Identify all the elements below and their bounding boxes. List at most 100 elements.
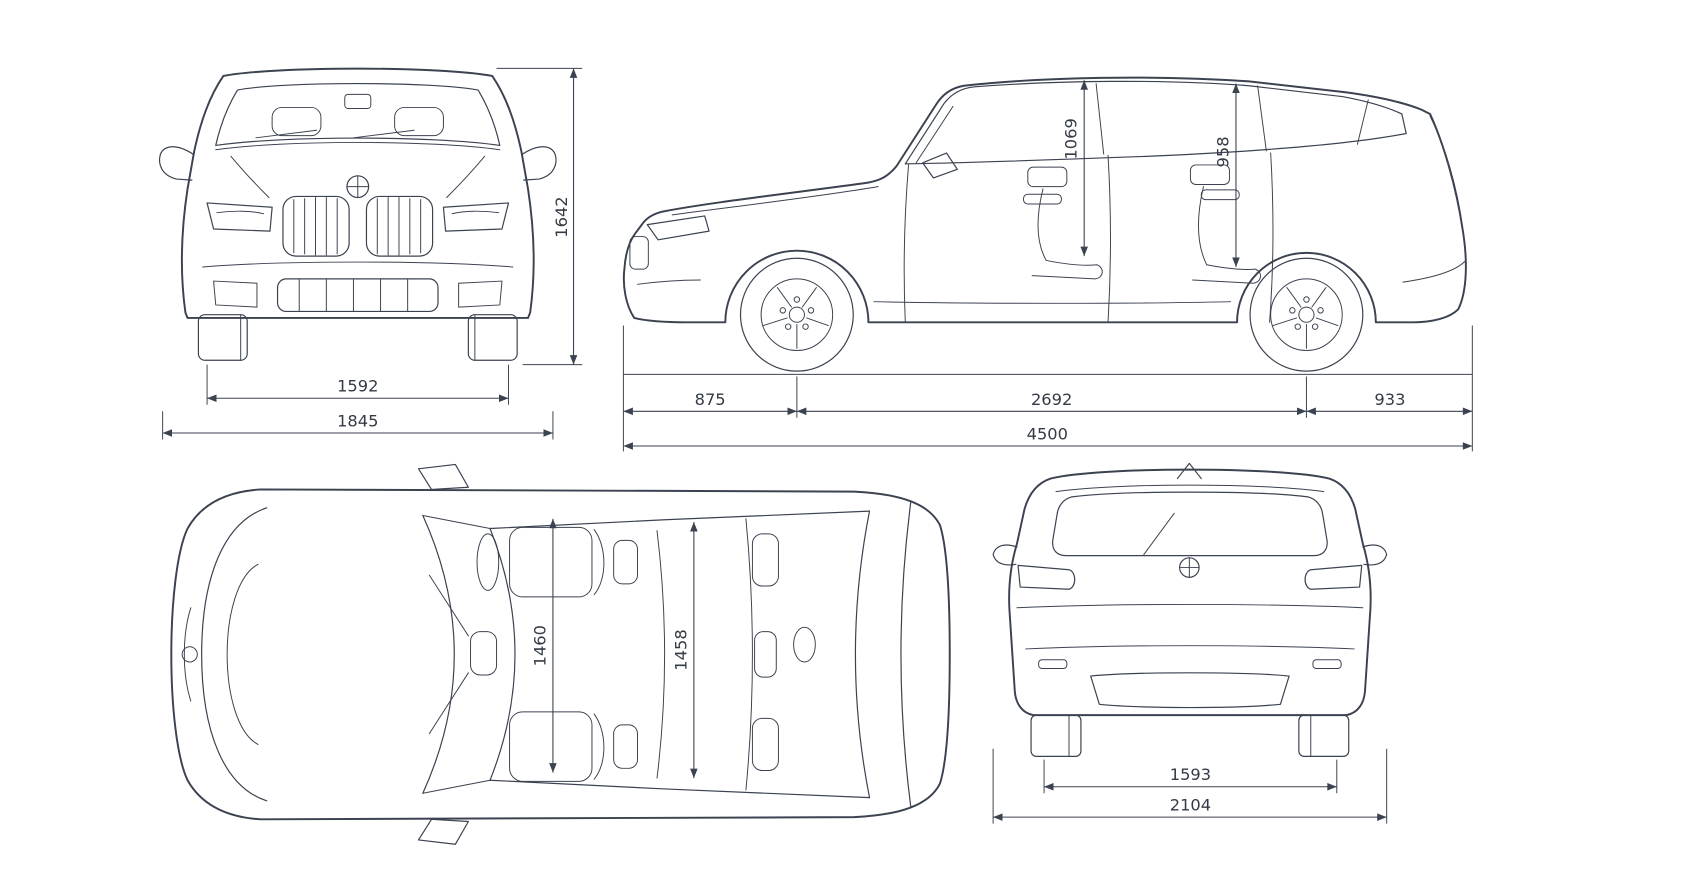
headlight-left-detail	[216, 210, 264, 215]
nose-contour	[226, 563, 259, 745]
rear-wheel-left	[1030, 714, 1082, 757]
rear-wheel-side	[1249, 257, 1364, 372]
dim-label-interior-height-front: 1069	[1062, 118, 1081, 159]
dim-label-interior-width-rear: 1458	[671, 629, 690, 670]
front-wheel-left	[197, 314, 248, 361]
rear-mirror-right	[1362, 544, 1388, 566]
taillight-left	[1017, 564, 1076, 590]
dim-label-rear-track: 1593	[1170, 765, 1211, 784]
c-pillar	[1257, 85, 1267, 152]
top-body-outline	[170, 488, 951, 821]
rear-bench-back-edge	[745, 518, 753, 791]
side-scoop-left	[213, 280, 258, 308]
front-seat-top-cushion	[509, 526, 593, 598]
kidney-grille-left	[282, 195, 350, 257]
front-seat-top-headrest	[613, 539, 638, 585]
headlight-left	[206, 202, 273, 232]
mirror-top	[417, 463, 469, 491]
dim-label-overall-length: 4500	[1027, 424, 1068, 443]
door-handle-rear	[1200, 189, 1240, 201]
nose-grille-arc	[183, 607, 192, 702]
front-view: 1642 1592 1845	[159, 67, 583, 440]
dim-label-overall-width: 1845	[337, 411, 378, 430]
rear-diffuser	[1090, 672, 1290, 709]
dim-label-front-overhang: 875	[695, 390, 726, 409]
front-seat-bottom-headrest	[613, 724, 638, 769]
headlight-right-detail	[451, 210, 500, 215]
rear-wiper	[1143, 512, 1175, 556]
glasshouse	[904, 80, 1407, 165]
front-wheel-side	[739, 257, 854, 372]
dim-label-interior-width-front: 1460	[530, 625, 549, 666]
center-console	[470, 631, 498, 676]
roof-side-edges	[489, 510, 871, 799]
antenna-fin	[1176, 462, 1202, 480]
reflector-right	[1312, 659, 1342, 669]
seat-front-backrest	[1037, 188, 1047, 261]
grille-bars	[293, 197, 422, 256]
front-seat-top-back	[593, 529, 605, 596]
rear-body-outline	[1008, 468, 1372, 717]
headrest-right	[394, 106, 444, 137]
dim-label-interior-height-rear: 958	[1213, 136, 1232, 167]
dim-label-height: 1642	[552, 196, 571, 237]
cowl-line	[215, 141, 501, 151]
windshield-top-arc	[489, 527, 516, 781]
roundel-cross-front	[346, 175, 370, 198]
rear-window-arc	[854, 510, 871, 799]
dim-label-front-track: 1592	[337, 377, 378, 396]
rear-window	[1052, 491, 1328, 557]
rear-headrest-bottom	[751, 717, 779, 771]
taillight-edge	[1429, 115, 1464, 229]
rear-bumper-line	[1402, 261, 1466, 283]
dim-label-wheelbase: 2692	[1031, 390, 1072, 409]
top-view: 1460 1458	[170, 463, 951, 845]
side-extension-lines	[622, 325, 1473, 452]
mirror-bottom	[417, 818, 469, 845]
b-pillar	[1095, 83, 1105, 155]
front-wheel-right	[467, 314, 518, 361]
side-scoop-right	[458, 280, 503, 308]
rear-headrest-middle	[754, 631, 777, 678]
seat-rear-headrest	[1189, 164, 1230, 185]
rear-view: 1593 2104	[992, 462, 1388, 824]
front-body-outline	[180, 67, 535, 319]
intake-bars	[298, 278, 409, 312]
windshield-cowl-arc	[422, 514, 455, 794]
front-seat-bottom-cushion	[509, 711, 593, 782]
rear-wheel-right	[1298, 714, 1350, 757]
headrest-left	[271, 106, 322, 137]
brand-roundel-hood	[181, 646, 198, 663]
door-handle-front	[1022, 193, 1062, 205]
hood-crease-left	[230, 155, 270, 198]
d-pillar	[1356, 99, 1369, 145]
rear-headrest-top	[751, 533, 779, 587]
front-grille-side	[629, 236, 649, 270]
front-seat-bottom-back	[593, 713, 605, 780]
lower-intake	[276, 278, 439, 313]
seat-front-cushion	[1031, 259, 1103, 280]
mid-door-line	[1107, 154, 1111, 323]
front-lower-line	[637, 279, 701, 285]
rear-mirror-left	[992, 544, 1018, 566]
bumper-top-line	[1025, 645, 1355, 650]
dim-label-rear-overhang: 933	[1374, 390, 1405, 409]
rear-armrest	[793, 626, 816, 663]
front-door-line	[903, 164, 910, 323]
seat-rear-cushion	[1192, 264, 1261, 284]
seat-front-headrest	[1027, 166, 1068, 188]
rearview-mirror	[344, 93, 372, 110]
side-view: 1069 958 875 2692 933 4500	[622, 76, 1473, 452]
wiper-lines	[428, 574, 469, 735]
seat-rear-backrest	[1198, 186, 1208, 266]
windshield	[215, 82, 501, 147]
wipers	[255, 129, 415, 139]
spoiler-line	[1055, 484, 1325, 493]
hood-crease-right	[446, 155, 486, 198]
rear-width-extension-lines	[992, 748, 1388, 824]
hood-line	[671, 186, 879, 216]
side-mirror	[922, 152, 958, 179]
headlight-right	[442, 202, 510, 232]
height-extension-lines	[496, 67, 583, 366]
